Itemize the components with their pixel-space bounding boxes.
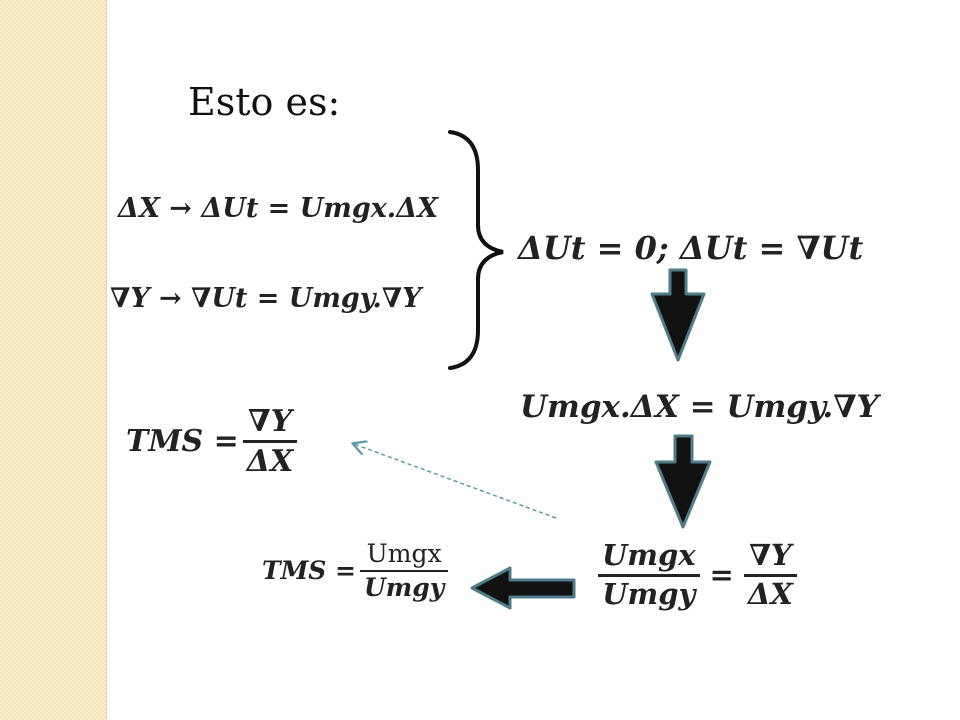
fraction-numerator: Umgx <box>602 538 696 572</box>
down-arrow-icon <box>654 434 712 529</box>
tms-fraction: ∇Y ΔX <box>242 404 298 479</box>
fraction-bar <box>743 573 797 577</box>
tms-label: TMS = <box>262 556 356 585</box>
side-divider <box>106 0 107 720</box>
down-arrow-icon <box>650 268 706 362</box>
equation-delta-x: ΔX → ΔUt = Umgx.ΔX <box>118 193 439 224</box>
fraction-numerator: ∇Y <box>749 538 792 572</box>
delta-ratio-fraction: ∇Y ΔX <box>743 538 797 611</box>
fraction-bar <box>359 569 449 572</box>
fraction-numerator: ∇Y <box>248 404 293 439</box>
tms-umg-fraction: Umgx Umgy <box>359 539 449 602</box>
equation-ratio-equality: Umgx Umgy = ∇Y ΔX <box>594 538 801 611</box>
curly-brace <box>448 130 504 370</box>
decorative-side-strip <box>0 0 106 720</box>
umg-ratio-fraction: Umgx Umgy <box>598 538 700 611</box>
fraction-denominator: ΔX <box>246 444 294 479</box>
equation-equality: Umgx.ΔX = Umgy.∇Y <box>520 389 879 425</box>
fraction-denominator: ΔX <box>747 576 793 611</box>
tms-umg-equation: TMS = Umgx Umgy <box>262 540 452 601</box>
equals-sign: = <box>709 558 734 593</box>
fraction-bar <box>598 573 700 577</box>
left-arrow-icon <box>470 566 576 610</box>
slide-title: Esto es: <box>188 80 341 124</box>
tms-ratio-equation: TMS = ∇Y ΔX <box>126 405 301 478</box>
equation-equilibrium: ΔUt = 0; ΔUt = ∇Ut <box>518 229 864 267</box>
equation-nabla-y: ∇Y → ∇Ut = Umgy.∇Y <box>110 283 422 314</box>
dashed-arrow <box>354 444 557 519</box>
tms-label: TMS = <box>126 424 239 459</box>
fraction-numerator: Umgx <box>366 539 442 568</box>
fraction-bar <box>242 440 298 443</box>
fraction-denominator: Umgy <box>363 572 445 602</box>
fraction-denominator: Umgy <box>602 576 696 611</box>
